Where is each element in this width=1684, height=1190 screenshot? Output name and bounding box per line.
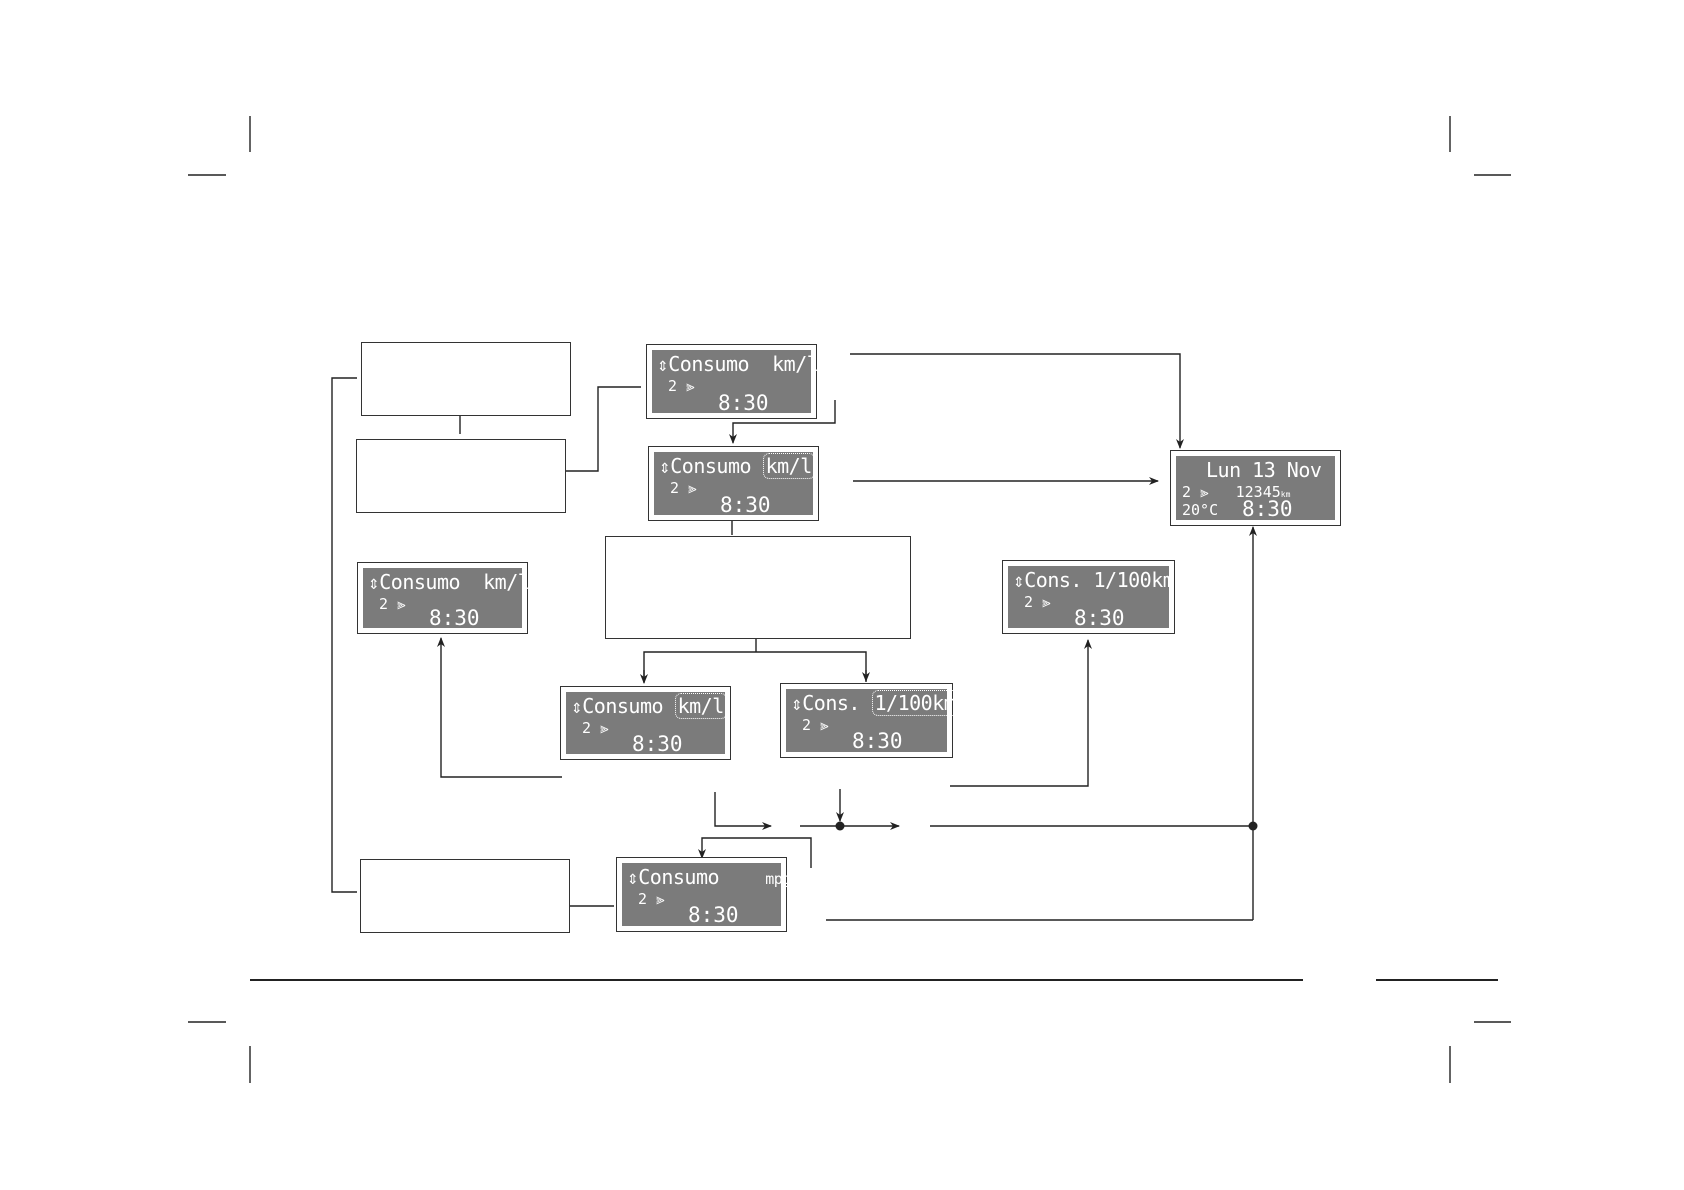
up-down-arrow-icon: ⇕ [657, 359, 669, 375]
up-down-arrow-icon: ⇕ [1013, 575, 1025, 591]
lcd-icons: 2 [1024, 593, 1034, 611]
lcd-unit: 1/100km [1093, 568, 1175, 592]
up-down-arrow-icon: ⇕ [659, 461, 671, 477]
low-beam-icon: ⫸ [600, 719, 609, 737]
lcd-time: 8:30 [852, 729, 903, 753]
lcd-display-cons-l-100km-right: ⇕Cons. 1/100km 2 ⫸ 8:30 [1002, 560, 1175, 634]
lcd-line1: Consumo [582, 694, 664, 718]
arrow-to-right-l100-display [950, 639, 1092, 787]
lcd-time: 8:30 [720, 493, 771, 517]
lcd-display-consumo-km-l-left: ⇕Consumo km/l 2 ⫸ 8:30 [357, 562, 530, 634]
lcd-time: 8:30 [429, 606, 480, 630]
lcd-unit-highlighted: km/l [762, 453, 815, 479]
lcd-time: 8:30 [688, 903, 739, 927]
lcd-display-consumo-km-l: ⇕Consumo km/l 2 ⫸ 8:30 [646, 344, 819, 419]
lcd-display-date: Lun 13 Nov 2 ⫸ 12345km 20°C 8:30 [1170, 450, 1341, 526]
info-box-description [605, 536, 911, 639]
lcd-time: 8:30 [1242, 497, 1293, 521]
low-beam-icon: ⫸ [688, 479, 697, 497]
lcd-unit: mpg [765, 870, 791, 888]
junction-dot [835, 821, 845, 831]
lcd-temperature: 20°C [1182, 501, 1219, 519]
lcd-unit-highlighted: 1/100km [871, 690, 959, 716]
lcd-unit: km/l [483, 570, 530, 594]
up-down-arrow-icon: ⇕ [571, 701, 583, 717]
info-box-2 [356, 439, 566, 513]
lcd-time: 8:30 [718, 391, 769, 415]
up-down-arrow-icon: ⇕ [791, 698, 803, 714]
arrow-to-mpg-display [698, 837, 812, 868]
arrow-top-to-date [850, 353, 1184, 449]
lcd-line1: Consumo [668, 352, 750, 376]
lcd-odometer-unit: km [1280, 490, 1291, 499]
lcd-line1: Consumo [638, 865, 720, 889]
lcd-date: Lun 13 Nov [1206, 458, 1322, 482]
lcd-icons: 2 [670, 479, 680, 497]
lcd-display-consumo-mpg: ⇕Consumo mpg 2 ⫸ 8:30 [616, 857, 791, 932]
connector-to-top-display [566, 386, 641, 472]
low-beam-icon: ⫸ [1200, 483, 1209, 501]
lcd-odometer: 12345 [1235, 483, 1281, 501]
lcd-time: 8:30 [1074, 606, 1125, 630]
arrow-to-left-display [437, 637, 562, 778]
lcd-display-cons-l-100km-option: ⇕Cons. 1/100km 2 ⫸ 8:30 [780, 683, 959, 758]
up-down-arrow-icon: ⇕ [627, 872, 639, 888]
junction-dot [1248, 821, 1258, 831]
lcd-icons: 2 [1182, 483, 1192, 501]
lcd-icons: 2 [668, 377, 678, 395]
connector-left-bracket [331, 377, 357, 893]
lcd-line1: Consumo [379, 570, 461, 594]
connector-branch [643, 651, 867, 682]
lcd-line1: Cons. [802, 691, 860, 715]
arrow-lower-flow-1 [714, 792, 772, 830]
low-beam-icon: ⫸ [686, 377, 695, 395]
low-beam-icon: ⫸ [397, 595, 406, 613]
lcd-unit: km/l [772, 352, 819, 376]
lcd-display-consumo-km-l-option: ⇕Consumo km/l 2 ⫸ 8:30 [560, 686, 731, 760]
lcd-icons: 2 [638, 890, 648, 908]
lcd-time: 8:30 [632, 732, 683, 756]
info-box-1 [361, 342, 571, 416]
lcd-unit-highlighted: km/l [674, 693, 727, 719]
low-beam-icon: ⫸ [820, 716, 829, 734]
low-beam-icon: ⫸ [1042, 593, 1051, 611]
lcd-display-consumo-km-l-selected: ⇕Consumo km/l 2 ⫸ 8:30 [648, 446, 819, 521]
lcd-icons: 2 [802, 716, 812, 734]
info-box-3 [360, 859, 570, 933]
arrow-to-second-display [729, 400, 836, 444]
up-down-arrow-icon: ⇕ [368, 577, 380, 593]
lcd-icons: 2 [379, 595, 389, 613]
lcd-icons: 2 [582, 719, 592, 737]
lcd-line1: Consumo [670, 454, 752, 478]
low-beam-icon: ⫸ [656, 890, 665, 908]
lcd-line1: Cons. [1024, 568, 1082, 592]
